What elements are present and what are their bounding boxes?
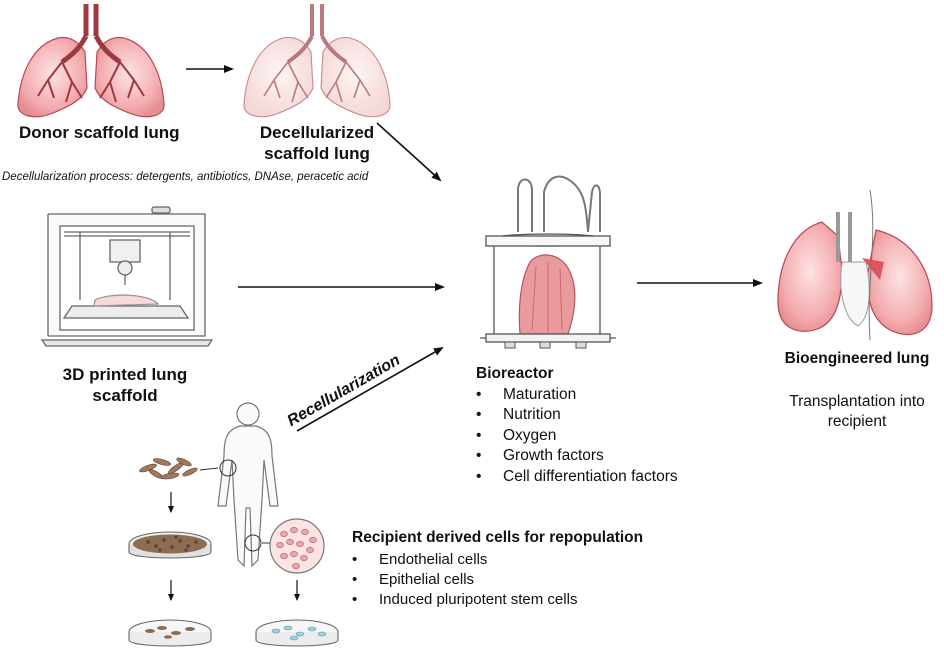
biopsy-site-marker-leg — [244, 534, 262, 552]
cell-type-item: Epithelial cells — [352, 570, 577, 590]
decellularized-label-line2: scaffold lung — [264, 144, 370, 163]
culture-dish-full-icon — [128, 531, 212, 559]
3d-printer-icon — [40, 206, 214, 347]
bioreactor-icon — [480, 175, 616, 349]
3d-printed-label-line1: 3D printed lung — [62, 365, 188, 384]
pointer-line — [199, 467, 219, 471]
bioreactor-item: Oxygen — [476, 426, 678, 447]
transplantation-caption: Transplantation into recipient — [770, 392, 944, 432]
isolated-cells-icon — [139, 457, 198, 480]
decellularized-lung-icon — [243, 4, 391, 118]
human-figure-icon — [217, 402, 279, 568]
transplantation-line2: recipient — [827, 413, 887, 430]
cell-type-item: Endothelial cells — [352, 550, 577, 570]
3d-printed-label-line2: scaffold — [92, 386, 158, 405]
bioreactor-item: Maturation — [476, 385, 678, 406]
arrow-cells-to-bioreactor — [296, 347, 444, 432]
bioengineered-lung-title: Bioengineered lung — [784, 350, 930, 367]
bioreactor-title: Bioreactor — [476, 365, 554, 382]
decellularized-lung-label: Decellularized scaffold lung — [232, 122, 402, 164]
culture-dish-ipsc-icon — [255, 619, 339, 647]
donor-lung-icon — [17, 4, 165, 118]
donor-lung-label: Donor scaffold lung — [19, 123, 180, 142]
bioreactor-factor-list: Maturation Nutrition Oxygen Growth facto… — [476, 385, 678, 487]
decellularized-label-line1: Decellularized — [259, 123, 375, 142]
arrow-decell-to-bioreactor — [376, 122, 442, 182]
bioreactor-item: Nutrition — [476, 405, 678, 426]
bioreactor-item: Cell differentiation factors — [476, 467, 678, 488]
cell-type-item: Induced pluripotent stem cells — [352, 590, 577, 610]
bioreactor-item: Growth factors — [476, 446, 678, 467]
3d-printed-scaffold-label: 3D printed lung scaffold — [40, 364, 210, 406]
biopsy-site-marker — [219, 459, 237, 477]
recipient-cells-list: Endothelial cells Epithelial cells Induc… — [352, 550, 577, 610]
decellularization-process-note: Decellularization process: detergents, a… — [2, 171, 369, 183]
transplantation-line1: Transplantation into — [789, 393, 925, 410]
recipient-cells-title: Recipient derived cells for repopulation — [352, 529, 644, 546]
cells-zoom-icon — [269, 518, 325, 574]
culture-dish-sparse-icon — [128, 619, 212, 647]
bioengineered-lung-icon — [777, 189, 933, 341]
